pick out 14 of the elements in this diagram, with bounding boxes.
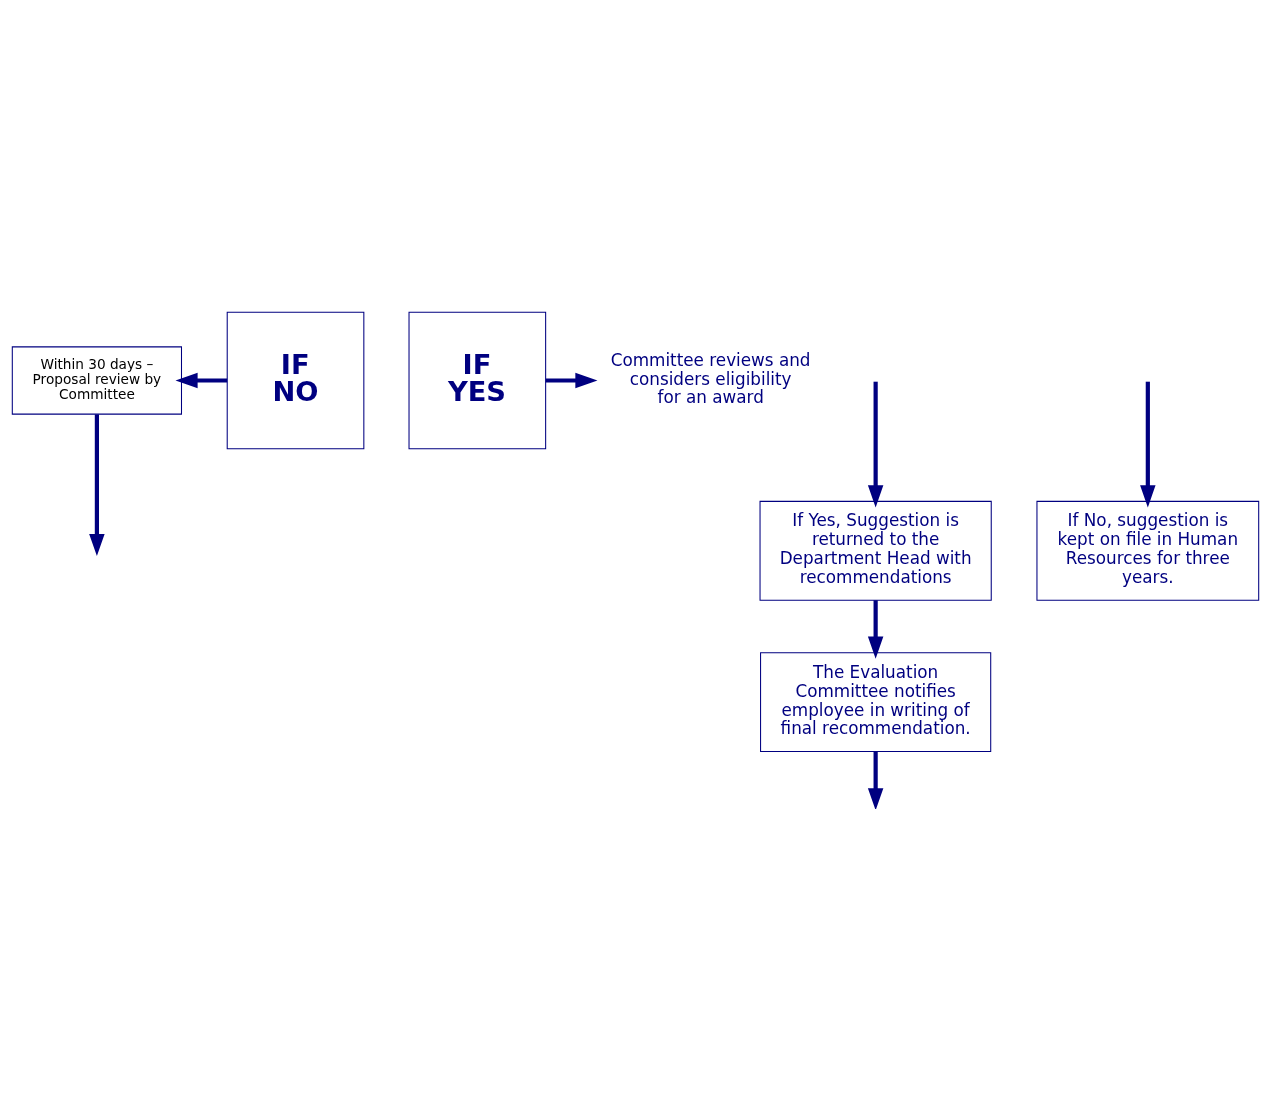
- node-text: Committee reviews and considers eligibility for an award: [610, 349, 811, 408]
- arrow: [545, 372, 598, 389]
- node-box: The Evaluation Committee notifies employee in writing of final recommendation.: [760, 652, 992, 752]
- node-box: IF YES: [408, 311, 547, 450]
- node-box: IF NO: [226, 311, 365, 450]
- node-box: Within 30 days – Proposal review by Committee: [11, 346, 183, 415]
- arrow: [867, 600, 884, 659]
- node-box: If Yes, Suggestion is returned to the Department Head with recommendations: [759, 500, 992, 601]
- arrow: [175, 372, 228, 389]
- arrow: [867, 381, 884, 508]
- arrow: [1140, 381, 1156, 508]
- arrow: [89, 414, 105, 556]
- arrow: [867, 751, 884, 809]
- node-box: If No, suggestion is kept on file in Human Resources for three years.: [1036, 500, 1260, 601]
